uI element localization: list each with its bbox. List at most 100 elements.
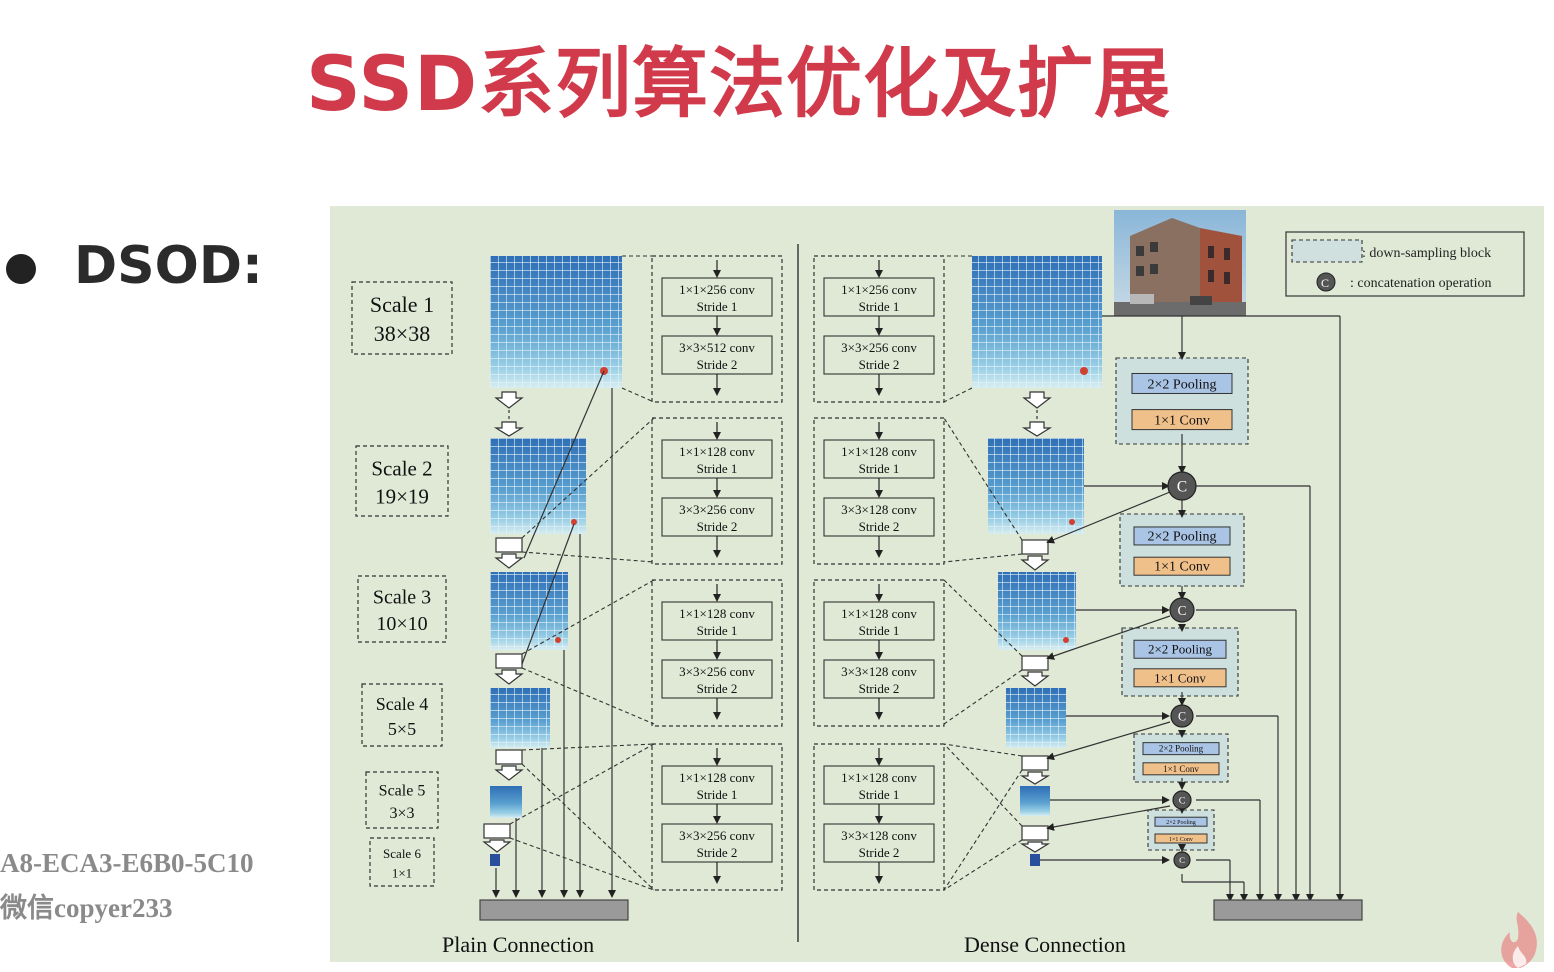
conv-label: 1×1×128 conv [679,770,755,785]
conv-label: 1×1×128 conv [679,444,755,459]
bullet-dot [6,254,36,284]
scale-size: 10×10 [376,613,427,635]
concat-node-3: C [1170,704,1194,728]
watermark-line-1: A8-ECA3-E6B0-5C10 [0,848,254,878]
stride-label: Stride 2 [697,845,738,860]
feature-map-dense-5 [1020,786,1050,816]
conv-label: 3×3×128 conv [841,502,917,517]
conv-box [823,497,935,537]
concat-node-4: C [1172,790,1192,810]
scale-label-box [361,683,443,747]
flame-logo-icon [1501,912,1537,968]
concat-icon [1169,597,1195,623]
legend-concat-icon [1316,272,1336,292]
conv-label: 1×1×128 conv [841,606,917,621]
stride-label: Stride 1 [859,787,900,802]
block-border [651,743,783,891]
conv-1x1-box [1131,409,1233,431]
conv-label: 3×3×512 conv [679,340,755,355]
stride-label: Stride 2 [859,845,900,860]
conv-box [661,765,773,805]
stride-label: Stride 1 [859,623,900,638]
conv-label: 1×1×128 conv [841,444,917,459]
scale-name: Scale 3 [373,587,431,609]
scale-name: Scale 1 [370,292,434,317]
feature-map-plain-5 [490,786,522,818]
scale-size: 3×3 [389,805,414,822]
legend: : down-sampling block C : concatenation … [1285,231,1525,297]
conv-1x1-box [1133,556,1231,576]
feature-map-plain-1 [490,256,622,388]
pooling-label: 2×2 Pooling [1148,529,1217,544]
conv-label: 3×3×128 conv [841,664,917,679]
dense-vertical-arrows [1019,391,1053,853]
conv-box [661,601,773,641]
block-border [651,255,783,403]
pooling-box [1133,639,1227,659]
scale-label-box [351,281,453,355]
feature-map-dense-4 [1006,688,1066,748]
stride-label: Stride 2 [859,519,900,534]
scale-name: Scale 2 [371,456,432,480]
scale-label-3: Scale 3 10×10 [357,575,447,643]
dense-prediction-bar [1213,899,1363,921]
scale-label-box [355,445,449,517]
block-border [813,255,945,403]
pooling-block-2: 2×2 Pooling 1×1 Conv [1119,513,1245,587]
stride-label: Stride 2 [697,357,738,372]
concat-icon [1170,704,1194,728]
concat-icon [1167,471,1197,501]
dense-feature-maps [972,256,1102,866]
conv-1x1-label: 1×1 Conv [1154,560,1210,575]
legend-concat-label: : concatenation operation [1350,276,1492,291]
dense-dashed-connectors [943,255,1023,891]
concat-icon [1173,851,1191,869]
scale-name: Scale 4 [376,694,428,714]
conv-label: 3×3×256 conv [679,502,755,517]
conv-label: 3×3×256 conv [841,340,917,355]
conv-1x1-label: 1×1 Conv [1154,670,1206,685]
conv-box [661,277,773,317]
concat-symbol: C [1177,479,1187,496]
plain-vertical-arrows [482,391,525,853]
stride-label: Stride 1 [859,461,900,476]
scale-name: Scale 5 [379,783,426,800]
pooling-label: 2×2 Pooling [1148,377,1217,392]
scale-label-box [365,771,439,829]
concat-node-2: C [1169,597,1195,623]
street-photo [1114,210,1246,316]
feature-map-plain-3 [490,572,568,650]
conv-label: 1×1×128 conv [679,606,755,621]
plain-dashed-connectors [509,255,655,891]
pooling-box [1131,372,1233,394]
legend-concat-symbol: C [1321,276,1329,290]
stride-label: Stride 2 [697,681,738,696]
conv-box [823,659,935,699]
scale-size: 19×19 [375,484,429,508]
stride-label: Stride 1 [697,461,738,476]
scale-label-2: Scale 2 19×19 [355,445,449,517]
conv-1x1-box [1142,762,1220,776]
conv-1x1-label: 1×1 Conv [1154,414,1210,429]
feature-map-plain-4 [490,688,550,748]
watermark-line-2: 微信copyer233 [0,893,173,923]
dense-caption: Dense Connection [964,932,1126,957]
conv-box [661,335,773,375]
feature-map-dense-6 [1030,854,1040,866]
block-border [813,579,945,727]
legend-block-swatch [1291,239,1363,263]
stride-label: Stride 1 [859,299,900,314]
pooling-box [1133,526,1231,546]
block-border [651,579,783,727]
block-border [813,743,945,891]
concat-symbol: C [1179,855,1185,865]
